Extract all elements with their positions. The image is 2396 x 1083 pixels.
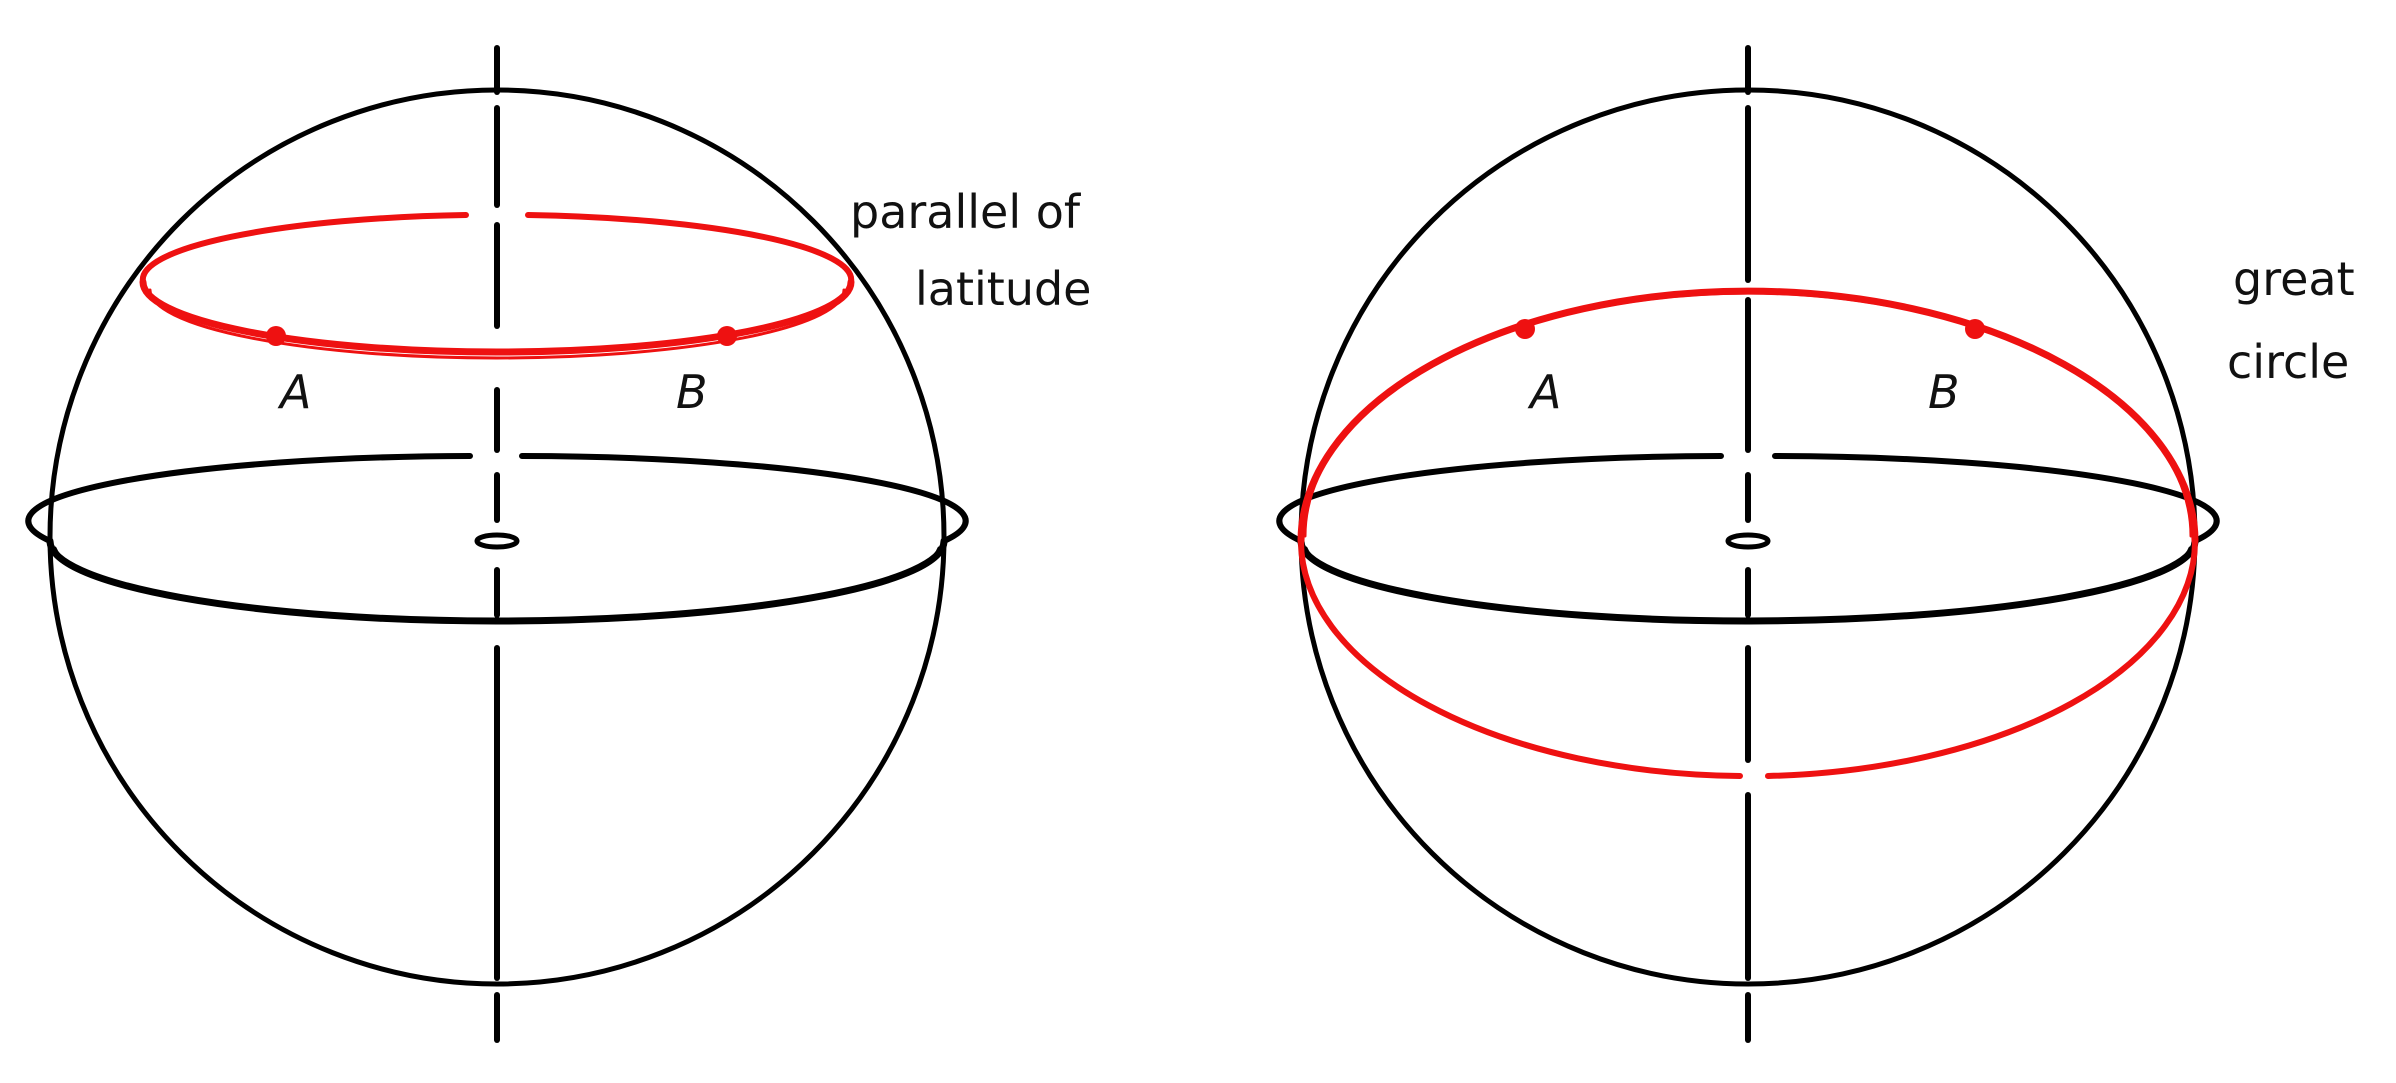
- left-point-a-marker: [266, 326, 286, 346]
- right-point-b-marker: [1965, 319, 1985, 339]
- left-sphere-diagram: A B parallel of latitude: [25, 45, 1091, 1043]
- left-caption-line2: latitude: [915, 262, 1091, 316]
- right-point-a-label: A: [1527, 365, 1561, 419]
- right-equator: [1276, 453, 2220, 625]
- left-parallel-of-latitude: [139, 212, 855, 360]
- left-point-a-label: A: [277, 365, 311, 419]
- right-point-b-label: B: [1928, 365, 1960, 419]
- right-sphere-center-dot: [1725, 532, 1771, 550]
- right-caption-line2: circle: [2227, 335, 2349, 389]
- left-point-b-label: B: [676, 365, 708, 419]
- right-caption-line1: great: [2233, 252, 2355, 306]
- left-point-b-marker: [717, 326, 737, 346]
- right-great-circle: [1297, 287, 2199, 779]
- right-sphere-diagram: A B great circle: [1276, 45, 2355, 1043]
- left-equator: [25, 453, 969, 625]
- left-sphere-center-dot: [474, 532, 520, 550]
- right-point-a-marker: [1515, 319, 1535, 339]
- left-caption-line1: parallel of: [850, 185, 1082, 239]
